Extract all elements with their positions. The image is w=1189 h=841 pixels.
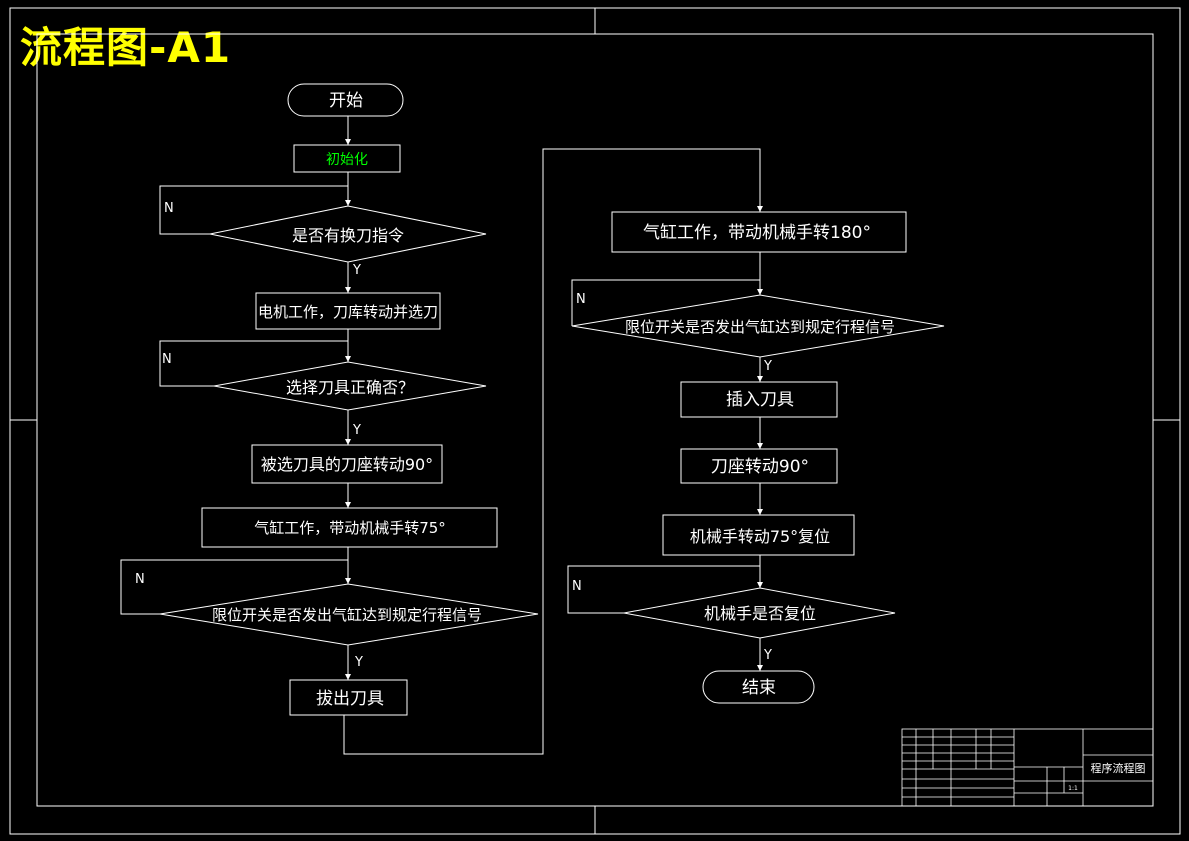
process-tool-seat-rotate [251,444,443,484]
yes-label: Y [352,263,361,278]
loop-no-4 [571,279,760,326]
no-label: N [135,572,145,587]
no-label: N [164,201,174,216]
process-insert-tool-label: 插入刀具 [726,390,794,410]
loop-no-2 [159,340,348,387]
process-tool-seat-rotate-label: 被选刀具的刀座转动90° [261,455,433,474]
connector-column-jump [343,148,761,755]
yes-label: Y [763,648,772,663]
yes-label: Y [352,423,361,438]
init-box [293,144,401,173]
outer-border [9,7,1181,835]
decision-arm-reset-label: 机械手是否复位 [704,604,816,623]
end-terminal [702,670,815,704]
process-cylinder-75-label: 气缸工作，带动机械手转75° [254,519,446,537]
process-seat-rotate-90-label: 刀座转动90° [711,457,809,477]
decision-arm-reset [623,587,896,639]
process-arm-reset-label: 机械手转动75°复位 [690,527,830,546]
no-label: N [576,292,586,307]
process-motor-select-label: 电机工作，刀库转动并选刀 [258,303,438,321]
no-label: N [162,352,172,367]
decision-tool-correct-label: 选择刀具正确否？ [286,378,414,397]
loop-no-3 [120,559,348,615]
title-block [901,728,1154,807]
arrow-heads [345,139,763,680]
decision-limit-switch-2 [571,294,945,358]
process-seat-rotate-90 [680,448,838,484]
loop-no-5 [567,565,760,614]
decision-limit-switch-1 [159,583,539,646]
start-terminal [287,83,404,117]
start-label: 开始 [329,91,363,111]
process-cylinder-180 [611,211,907,253]
process-pull-tool-label: 拔出刀具 [316,689,384,709]
process-cylinder-75 [201,507,498,548]
decision-tool-change [209,205,487,263]
decision-limit-switch-1-label: 限位开关是否发出气缸达到规定行程信号 [212,606,482,624]
no-label: N [572,579,582,594]
decision-limit-switch-2-label: 限位开关是否发出气缸达到规定行程信号 [625,318,895,336]
yes-label: Y [763,359,772,374]
init-label: 初始化 [326,151,368,168]
scale-value: 1:1 [1068,785,1078,792]
end-label: 结束 [742,678,776,698]
process-insert-tool [680,381,838,418]
inner-border [36,33,1154,807]
loop-no-1 [159,185,348,235]
decision-tool-correct [213,361,487,411]
decision-tool-change-label: 是否有换刀指令 [292,226,404,245]
yes-label: Y [354,655,363,670]
process-arm-reset [662,514,855,556]
sheet-title: 流程图-A1 [20,23,232,72]
process-cylinder-180-label: 气缸工作，带动机械手转180° [643,222,871,243]
drawing-name: 程序流程图 [1091,761,1146,775]
